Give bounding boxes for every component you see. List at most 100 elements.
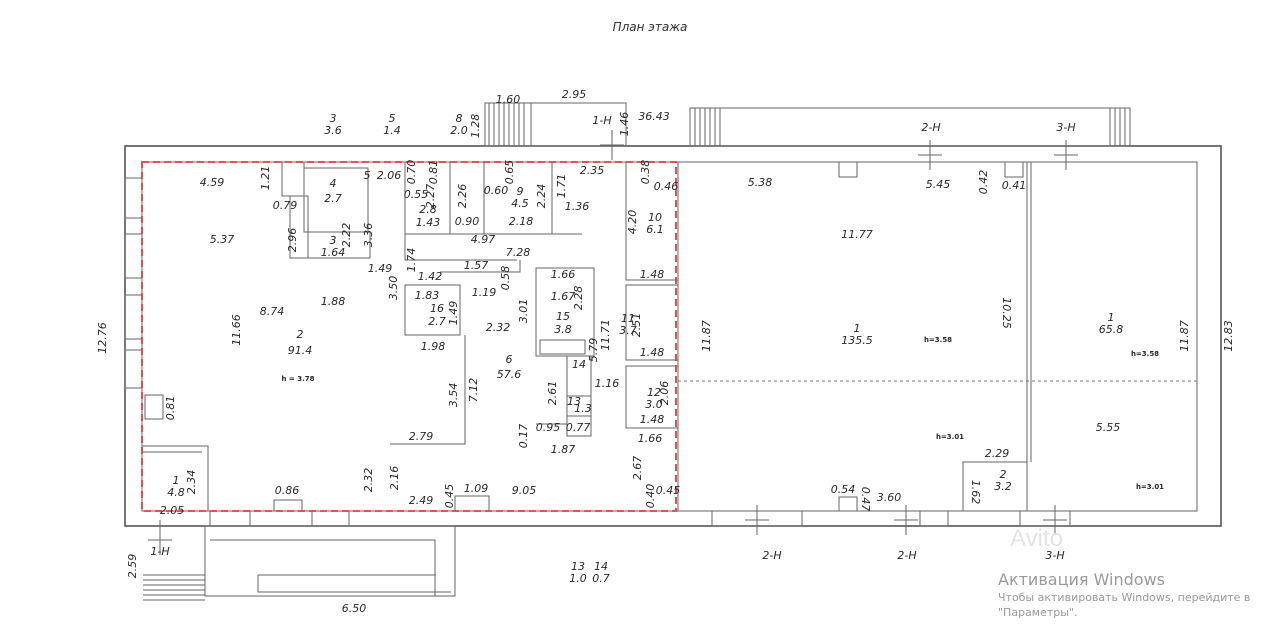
stair-treads bbox=[488, 103, 525, 146]
room-13-walls bbox=[566, 395, 592, 437]
room-10-number: 10 bbox=[648, 211, 662, 224]
h-358a: h=3.58 bbox=[924, 336, 952, 344]
dim-047: 0.47 bbox=[859, 487, 872, 512]
dim-041: 0.41 bbox=[1002, 179, 1027, 192]
partitions bbox=[142, 161, 1032, 512]
room-1c-area: 4.8 bbox=[167, 486, 185, 499]
dim-1171: 11.71 bbox=[599, 319, 612, 351]
room-16-walls bbox=[404, 284, 461, 336]
window bbox=[124, 349, 143, 389]
dim-116: 1.16 bbox=[595, 377, 620, 390]
room-13-number: 13 bbox=[567, 395, 581, 408]
dim-228: 2.28 bbox=[572, 286, 585, 311]
dim-259: 2.59 bbox=[126, 554, 139, 579]
window bbox=[124, 294, 143, 340]
dim-226: 2.26 bbox=[456, 184, 469, 209]
dim-874: 8.74 bbox=[260, 305, 285, 318]
dim-728: 7.28 bbox=[506, 246, 531, 259]
dim-354: 3.54 bbox=[447, 383, 460, 408]
stair-right-a bbox=[690, 107, 721, 146]
dim-136: 1.36 bbox=[565, 200, 590, 213]
window bbox=[209, 510, 251, 527]
stair-13-val: 1.0 bbox=[569, 572, 587, 585]
dim-058: 0.58 bbox=[499, 266, 512, 291]
room-11-area: 3.7 bbox=[619, 324, 637, 337]
axis-3n-bot: 3-Н bbox=[1045, 549, 1064, 562]
dim-060: 0.60 bbox=[484, 184, 509, 197]
dim-142: 1.42 bbox=[418, 270, 443, 283]
dim-079: 0.79 bbox=[273, 199, 298, 212]
dim-171: 1.71 bbox=[555, 174, 568, 199]
dim-229: 2.29 bbox=[985, 447, 1010, 460]
window bbox=[273, 499, 303, 512]
h-358b: h=3.58 bbox=[1131, 350, 1159, 358]
dim-1025: 10.25 bbox=[1000, 297, 1013, 329]
dim-336: 3.36 bbox=[362, 223, 375, 248]
dim-045: 0.45 bbox=[443, 484, 456, 509]
dim-234: 2.34 bbox=[185, 470, 198, 495]
dim-216: 2.16 bbox=[388, 466, 401, 491]
ramp-lines bbox=[210, 539, 451, 596]
dim-1177: 11.77 bbox=[841, 228, 873, 241]
axis-3n-top: 3-Н bbox=[1056, 121, 1075, 134]
dim-148b: 1.48 bbox=[640, 346, 665, 359]
room-16-area: 2.7 bbox=[428, 315, 446, 328]
dim-14: 14 bbox=[572, 358, 586, 371]
dim-065: 0.65 bbox=[503, 160, 516, 185]
column bbox=[144, 394, 164, 420]
dim-109: 1.09 bbox=[464, 482, 489, 495]
room-2-area: 91.4 bbox=[288, 344, 313, 357]
column-b bbox=[838, 161, 858, 178]
dim-077: 0.77 bbox=[566, 421, 591, 434]
dim-046: 0.46 bbox=[654, 180, 679, 193]
room-10-area: 6.1 bbox=[646, 223, 664, 236]
stair-5: 5 bbox=[389, 112, 396, 125]
hall-wall bbox=[404, 234, 517, 261]
dim-579: 5.79 bbox=[587, 338, 600, 363]
room-15-area: 3.8 bbox=[554, 323, 572, 336]
room-1c-number: 1 bbox=[173, 474, 180, 487]
dim-162: 1.62 bbox=[969, 480, 982, 505]
room-2-number: 2 bbox=[297, 328, 304, 341]
windows-left bbox=[124, 177, 143, 389]
window bbox=[124, 177, 143, 219]
dim-1283: 12.83 bbox=[1222, 320, 1235, 352]
room-6-number: 6 bbox=[506, 353, 513, 366]
room-14-walls bbox=[566, 356, 592, 417]
dim-420: 4.20 bbox=[626, 210, 639, 235]
axis-mark bbox=[894, 505, 918, 535]
dim-149b: 1.49 bbox=[447, 301, 460, 326]
room-1-number: 1 bbox=[854, 322, 861, 335]
h-301a: h=3.01 bbox=[936, 433, 964, 441]
windows-bottom bbox=[209, 499, 1071, 527]
axis-2n-top: 2-Н bbox=[921, 121, 940, 134]
dim-166a: 1.66 bbox=[551, 268, 576, 281]
dim-090: 0.90 bbox=[455, 215, 480, 228]
room-9-number: 9 bbox=[517, 185, 524, 198]
top-stairs bbox=[484, 102, 1131, 147]
dim-1187b: 11.87 bbox=[1178, 320, 1191, 352]
activation-line-1: Чтобы активировать Windows, перейдите в bbox=[998, 591, 1251, 604]
dim-360: 3.60 bbox=[877, 491, 902, 504]
dim-157: 1.57 bbox=[464, 259, 489, 272]
bottom-ramp bbox=[143, 525, 456, 601]
stair-14: 14 bbox=[594, 560, 608, 573]
dim-128: 1.28 bbox=[469, 114, 482, 139]
room-2b-area: 3.2 bbox=[994, 480, 1012, 493]
axis-1n-bot: 1-Н bbox=[150, 545, 169, 558]
dim-232: 2.32 bbox=[486, 321, 511, 334]
dim-146: 1.46 bbox=[618, 112, 631, 137]
dim-055: 0.55 bbox=[404, 188, 429, 201]
room-7-label: 2.8 bbox=[419, 203, 437, 216]
dim-222: 2.22 bbox=[340, 223, 353, 248]
dim-095: 0.95 bbox=[536, 421, 561, 434]
activation-line-2: "Параметры". bbox=[998, 606, 1078, 619]
dim-040: 0.40 bbox=[644, 484, 657, 509]
room-15-number: 15 bbox=[556, 310, 570, 323]
vestibule-top bbox=[530, 102, 627, 147]
room-3-number: 3 bbox=[330, 234, 337, 247]
selected-area-outline bbox=[141, 161, 677, 512]
windows-activation-notice: Активация Windows Чтобы активировать Win… bbox=[998, 570, 1280, 620]
dim-459: 4.59 bbox=[200, 176, 225, 189]
dim-017: 0.17 bbox=[517, 424, 530, 449]
